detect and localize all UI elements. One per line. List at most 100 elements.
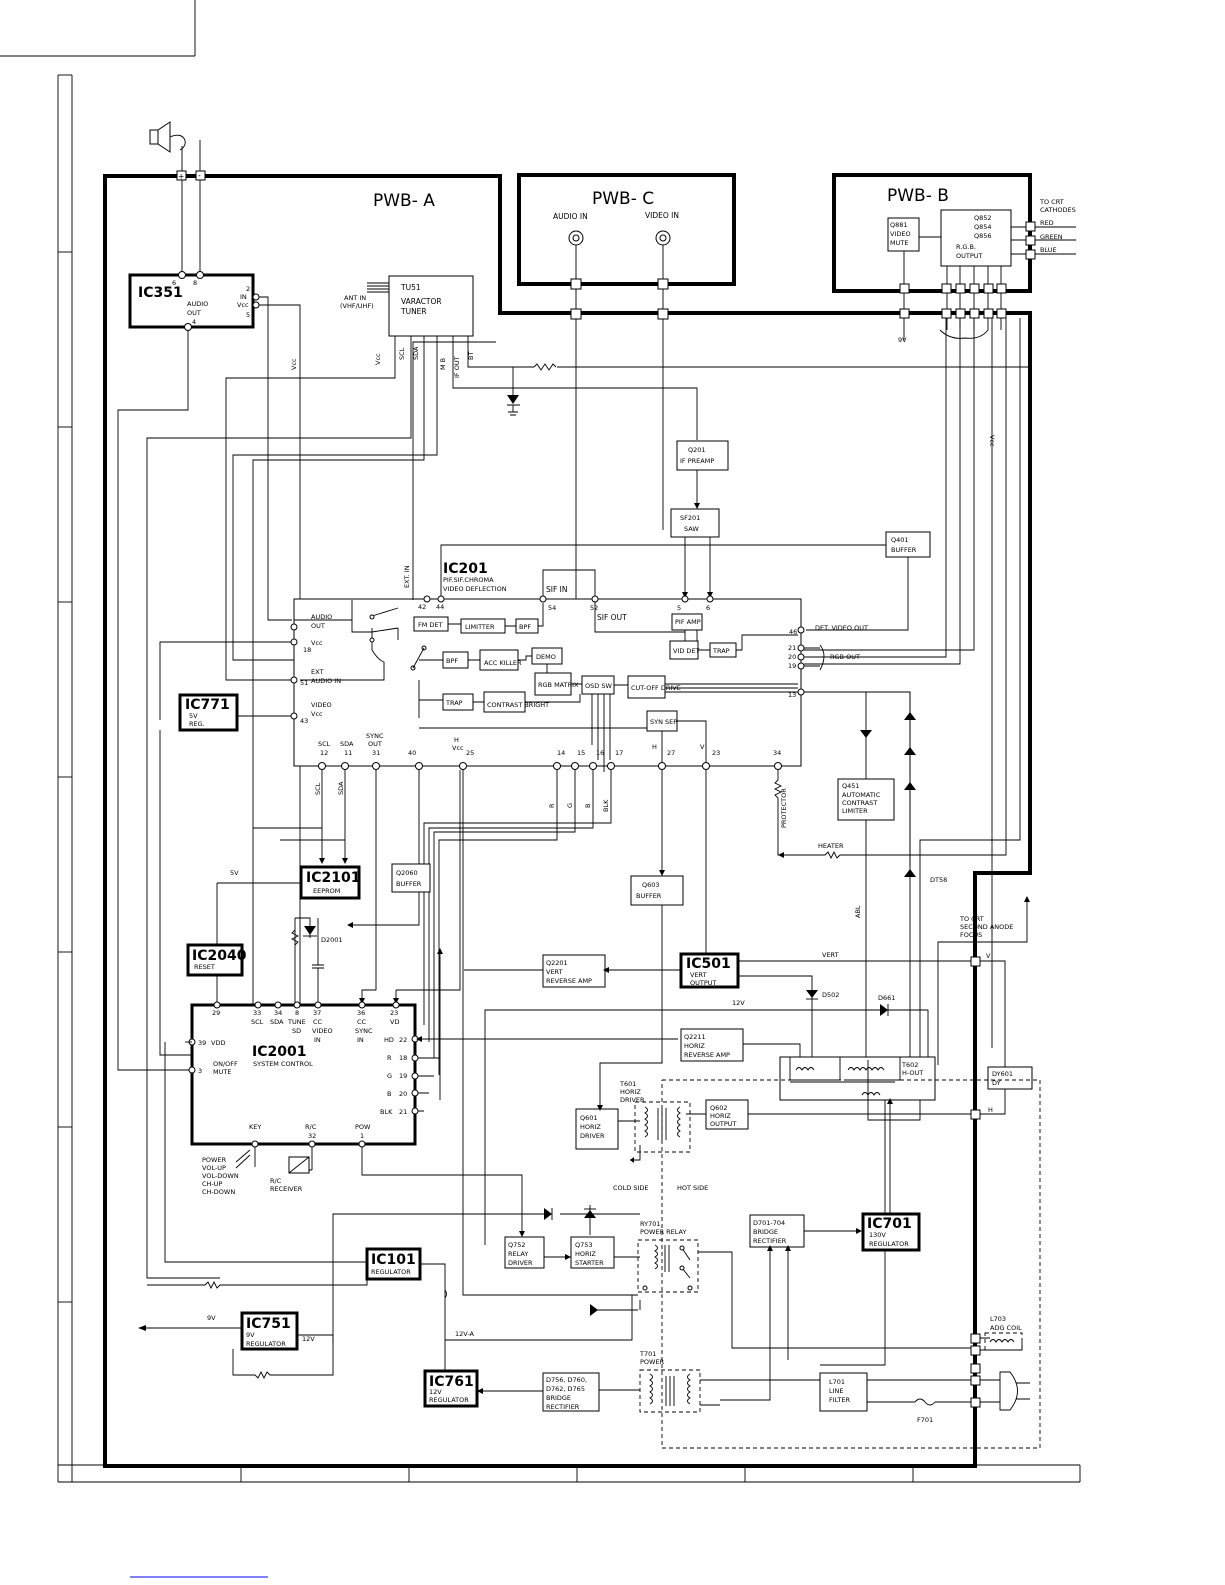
12v-a-label: 12V-A <box>455 1330 475 1338</box>
trap-label-1: TRAP <box>712 647 730 655</box>
5v-label: 5V <box>230 869 239 877</box>
svg-text:19: 19 <box>399 1072 407 1080</box>
ic201-label: IC201 <box>443 561 488 577</box>
tu51-pin-mb: M B <box>439 358 447 370</box>
q201-desc: IF PREAMP <box>680 457 714 465</box>
ic201-pin-52: 52 <box>590 604 598 612</box>
svg-text:SD: SD <box>292 1027 301 1035</box>
ic751-desc-2: REGULATOR <box>246 1340 286 1348</box>
q752-desc-1: RELAY <box>508 1250 528 1258</box>
bpf-label-1: BPF <box>519 623 531 631</box>
d756-desc-2: BRIDGE <box>546 1394 571 1402</box>
rgb-output-box <box>940 209 1012 267</box>
pwbb-9v-label: 9V <box>898 336 907 344</box>
q451-label: Q451 <box>842 782 860 790</box>
svg-text:11: 11 <box>344 749 352 757</box>
svg-text:23: 23 <box>390 1009 398 1017</box>
b-signal-label: B <box>584 804 592 808</box>
svg-text:BLK: BLK <box>380 1108 393 1116</box>
ext-audio-in-label: AUDIO IN <box>311 677 341 685</box>
pwb-b-label: PWB- B <box>887 186 949 206</box>
q601-desc-1: HORIZ <box>580 1123 601 1131</box>
ic201-pin-51: 51 <box>300 679 308 687</box>
svg-text:14: 14 <box>557 749 565 757</box>
rgb-matrix-label: RGB MATRIX <box>538 681 579 689</box>
ic201-pin-18: 18 <box>303 646 311 654</box>
l701-box <box>819 1372 868 1412</box>
ic771-label: IC771 <box>185 697 230 713</box>
d701-label: D701-704 <box>753 1219 785 1227</box>
svg-text:36: 36 <box>357 1009 365 1017</box>
demo-label: DEMO <box>536 653 556 661</box>
rgb-output-label: OUTPUT <box>956 252 983 260</box>
q2201-label: Q2201 <box>546 959 568 967</box>
q881-label: Q881 <box>890 221 908 229</box>
r-signal-label: R <box>548 803 556 808</box>
ic2001-pins: 29 33 34 8 37 36 23 SCL SDA TUNE SD CC V… <box>188 1001 419 1148</box>
ic701-desc-1: 130V <box>869 1231 886 1239</box>
ant-band-label: (VHF/UHF) <box>340 302 374 310</box>
ic2001-desc: SYSTEM CONTROL <box>253 1060 313 1068</box>
svg-text:CC: CC <box>357 1018 367 1026</box>
svg-text:TUNE: TUNE <box>287 1018 306 1026</box>
scl-label: SCL <box>314 782 322 795</box>
pwb-c-outline <box>517 173 736 286</box>
q881-desc-1: VIDEO <box>890 230 911 238</box>
svg-text:39: 39 <box>198 1039 206 1047</box>
dt58-label: DT58 <box>930 876 947 884</box>
ic201-desc-2: VIDEO DEFLECTION <box>443 585 507 593</box>
ic501-box <box>679 952 740 989</box>
ic201-pin-43: 43 <box>300 717 308 725</box>
svg-text:VDD: VDD <box>211 1039 225 1047</box>
hot-side-label: HOT SIDE <box>677 1184 708 1192</box>
svg-text:VIDEO: VIDEO <box>312 1027 333 1035</box>
svg-text:ON/OFF: ON/OFF <box>213 1060 238 1068</box>
contrast-bright-label: CONTRAST BRIGHT <box>487 701 549 709</box>
q2211-desc-1: HORIZ <box>684 1042 705 1050</box>
ic501-desc-2: OUTPUT <box>690 979 717 987</box>
svg-text:KEY: KEY <box>249 1123 261 1131</box>
t701-transformer-icon <box>639 1369 701 1413</box>
key-vol-down: VOL-DOWN <box>202 1172 239 1180</box>
ic771-box <box>178 693 239 732</box>
tu51-label: TU51 <box>400 283 421 292</box>
q601-desc-2: DRIVER <box>580 1132 605 1140</box>
green-label: GREEN <box>1040 233 1063 241</box>
g-signal-label: G <box>566 803 574 808</box>
pwb-c-label: PWB- C <box>592 189 654 209</box>
svg-text:V: V <box>700 743 705 751</box>
q2211-box <box>680 1028 744 1062</box>
d502-label: D502 <box>822 991 839 999</box>
ic771-desc-2: REG. <box>189 720 205 728</box>
svg-text:VD: VD <box>390 1018 399 1026</box>
l701-desc-2: FILTER <box>829 1396 850 1404</box>
q2211-desc-2: REVERSE AMP <box>684 1051 730 1059</box>
q753-desc-1: HORIZ <box>575 1250 596 1258</box>
ic2040-desc: RESET <box>194 963 215 971</box>
ic751-label: IC751 <box>246 1316 291 1332</box>
tu51-desc-2: TUNER <box>400 307 427 316</box>
focus-label: FOCUS <box>960 931 982 939</box>
power-relay-icon <box>637 1239 699 1293</box>
d661-label: D661 <box>878 994 895 1002</box>
l703-desc: ADG COIL <box>990 1324 1022 1332</box>
q2201-box <box>542 954 606 988</box>
ic501-label: IC501 <box>686 956 731 972</box>
sf201-label: SF201 <box>680 514 700 522</box>
ic351-desc-2: OUT <box>187 309 201 317</box>
q601-box <box>575 1108 619 1150</box>
svg-text:20: 20 <box>399 1090 407 1098</box>
svg-text:R/C: R/C <box>305 1123 317 1131</box>
q753-box <box>570 1236 615 1269</box>
d701-desc-2: RECTIFIER <box>753 1237 787 1245</box>
video-vcc-label-2: Vcc <box>311 710 323 718</box>
ic201-pin-6: 6 <box>706 604 710 612</box>
bpf-label-2: BPF <box>446 657 458 665</box>
q2201-desc-2: REVERSE AMP <box>546 977 592 985</box>
12v-label: 12V <box>732 999 745 1007</box>
q602-box <box>705 1099 749 1130</box>
key-power: POWER <box>202 1156 227 1164</box>
svg-text:G: G <box>387 1072 392 1080</box>
q401-desc: BUFFER <box>891 546 917 554</box>
